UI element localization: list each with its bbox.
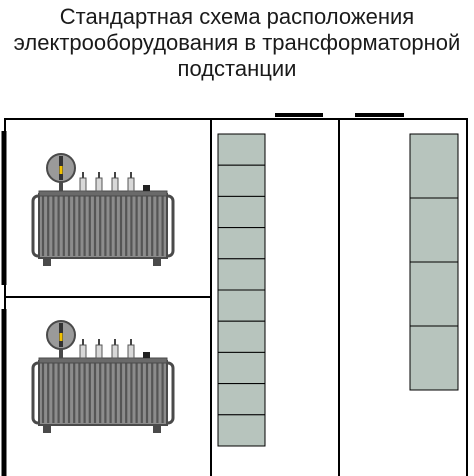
bushing-insulator <box>111 177 119 192</box>
transformer-room-1 <box>31 153 175 266</box>
switchgear-cell <box>217 289 266 322</box>
terminal-box <box>143 352 150 358</box>
terminal-box <box>143 185 150 191</box>
bushing-terminal <box>98 339 100 345</box>
bushing-terminal <box>114 172 116 178</box>
transformer-tank <box>38 360 168 426</box>
switchgear-cell <box>409 325 459 391</box>
title-line-3: подстанции <box>177 56 297 81</box>
switchgear-cell <box>409 133 459 199</box>
switchgear-cell <box>217 133 266 166</box>
bushing-terminal <box>82 172 84 178</box>
bushing-insulator <box>95 344 103 359</box>
switchgear-cell <box>217 351 266 385</box>
foot-left <box>43 258 51 266</box>
bushing-insulator <box>127 177 135 192</box>
foot-right <box>153 258 161 266</box>
title-line-1: Стандартная схема расположения <box>59 4 415 29</box>
cooling-fins <box>41 196 164 256</box>
bushing-terminal <box>82 339 84 345</box>
building-outline <box>4 118 468 476</box>
foot-right <box>153 425 161 433</box>
bushing-insulator <box>79 344 87 359</box>
bushing-insulator <box>111 344 119 359</box>
switchgear-cell <box>217 164 266 197</box>
transformer-tank <box>38 193 168 259</box>
switchgear-cell <box>217 414 266 447</box>
switchgear-cell <box>217 227 266 260</box>
tank-lid <box>38 190 168 197</box>
switchgear-column-middle <box>217 133 266 447</box>
foot-left <box>43 425 51 433</box>
gauge-indicator <box>59 333 63 341</box>
switchgear-cell <box>217 320 266 353</box>
bushing-insulator <box>79 177 87 192</box>
gauge-indicator <box>59 166 63 174</box>
switchgear-column-right <box>409 133 459 391</box>
transformer <box>31 320 175 433</box>
switchgear-cell <box>217 258 266 291</box>
title-line-2: электрооборудования в трансформаторной <box>13 30 461 55</box>
switchgear-cell <box>217 383 266 416</box>
bushing-insulator <box>95 177 103 192</box>
transformer <box>31 153 175 266</box>
cooling-fins <box>41 363 164 423</box>
bushing-terminal <box>114 339 116 345</box>
transformer-room-2 <box>31 320 175 433</box>
bushing-terminal <box>130 339 132 345</box>
tank-lid <box>38 357 168 364</box>
page-title: Стандартная схема расположения электрооб… <box>0 4 474 82</box>
bushing-terminal <box>130 172 132 178</box>
switchgear-cell <box>409 261 459 327</box>
switchgear-cell <box>217 195 266 229</box>
bushing-insulator <box>127 344 135 359</box>
bushing-terminal <box>98 172 100 178</box>
switchgear-cell <box>409 197 459 263</box>
